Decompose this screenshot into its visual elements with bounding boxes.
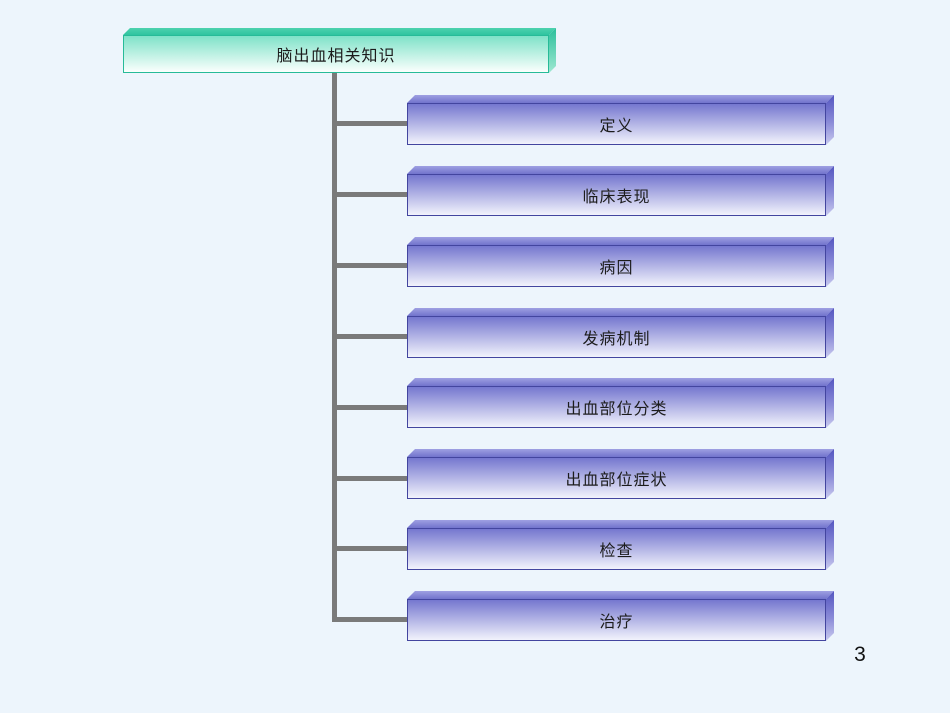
topic-box-top-bevel: [407, 520, 834, 528]
connector-branch-5: [332, 405, 407, 410]
topic-label: 临床表现: [407, 174, 826, 216]
connector-branch-8: [332, 617, 407, 622]
connector-branch-2: [332, 192, 407, 197]
topic-label: 发病机制: [407, 316, 826, 358]
topic-box-definition: 定义: [407, 95, 834, 145]
topic-box-examination: 检查: [407, 520, 834, 570]
root-topic-box: 脑出血相关知识: [123, 28, 556, 73]
topic-box-top-bevel: [407, 378, 834, 386]
topic-box-top-bevel: [407, 237, 834, 245]
topic-box-bleeding-site-symptoms: 出血部位症状: [407, 449, 834, 499]
topic-box-side-bevel: [826, 591, 834, 641]
topic-box-clinical-manifestations: 临床表现: [407, 166, 834, 216]
topic-label: 治疗: [407, 599, 826, 641]
connector-branch-4: [332, 334, 407, 339]
topic-box-etiology: 病因: [407, 237, 834, 287]
topic-label: 检查: [407, 528, 826, 570]
connector-branch-6: [332, 476, 407, 481]
root-box-top-bevel: [123, 28, 556, 35]
root-topic-label: 脑出血相关知识: [123, 35, 549, 73]
topic-box-treatment: 治疗: [407, 591, 834, 641]
topic-box-side-bevel: [826, 237, 834, 287]
topic-box-side-bevel: [826, 95, 834, 145]
connector-trunk: [332, 73, 337, 622]
connector-branch-7: [332, 546, 407, 551]
topic-label: 出血部位症状: [407, 457, 826, 499]
topic-box-side-bevel: [826, 378, 834, 428]
topic-box-top-bevel: [407, 166, 834, 174]
topic-box-bleeding-site-classification: 出血部位分类: [407, 378, 834, 428]
topic-box-side-bevel: [826, 449, 834, 499]
page-number: 3: [854, 643, 866, 666]
topic-box-side-bevel: [826, 166, 834, 216]
root-box-side-bevel: [549, 28, 556, 73]
topic-label: 定义: [407, 103, 826, 145]
topic-box-top-bevel: [407, 591, 834, 599]
topic-label: 病因: [407, 245, 826, 287]
topic-box-top-bevel: [407, 95, 834, 103]
connector-branch-3: [332, 263, 407, 268]
topic-box-pathogenesis: 发病机制: [407, 308, 834, 358]
topic-box-side-bevel: [826, 308, 834, 358]
topic-box-top-bevel: [407, 308, 834, 316]
connector-branch-1: [332, 121, 407, 126]
topic-label: 出血部位分类: [407, 386, 826, 428]
topic-box-top-bevel: [407, 449, 834, 457]
topic-box-side-bevel: [826, 520, 834, 570]
